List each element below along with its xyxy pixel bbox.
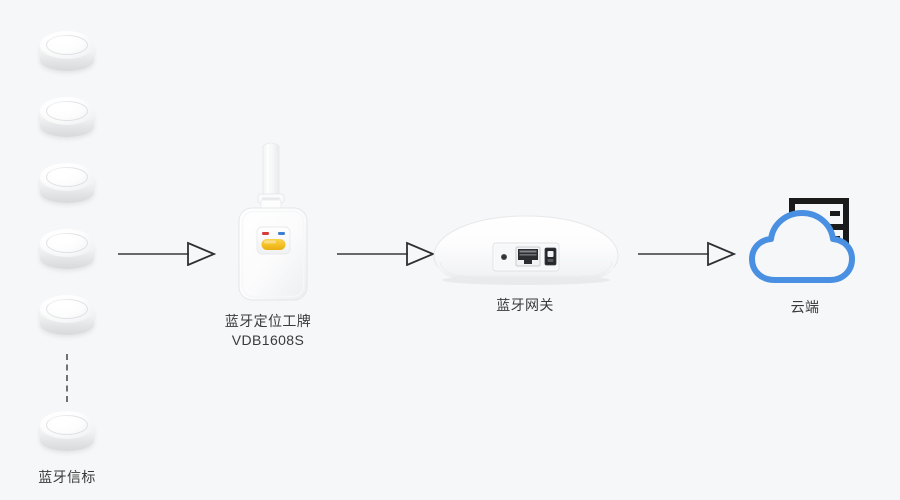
cloud-outline [749,210,855,283]
beacon-highlight [49,36,75,46]
beacon-continuation-dashed-line [66,354,68,402]
led-blue-indicator [278,232,285,235]
cloud-server-icon [748,192,858,295]
bluetooth-beacon-icon [40,411,94,459]
beacon-label: 蓝牙信标 [38,469,96,485]
beacon-highlight [49,168,75,178]
beacon-highlight [49,234,75,244]
beacon-highlight [49,102,75,112]
beacon-rim [46,101,88,121]
bluetooth-beacon-icon [40,163,94,211]
sos-button [261,239,286,250]
cloud-label: 云端 [790,299,820,315]
beacon-highlight [49,300,75,310]
gateway-label: 蓝牙网关 [496,297,554,313]
led-red-indicator [262,232,269,235]
beacon-highlight [49,416,75,426]
beacon-rim [46,167,88,187]
beacon-rim [46,415,88,435]
badge-label-line1: 蓝牙定位工牌 [224,313,312,329]
gateway-to-cloud-arrow [638,238,738,271]
bluetooth-positioning-badge-icon [228,138,318,308]
beacon-rim [46,233,88,253]
bluetooth-beacon-icon [40,229,94,277]
bluetooth-gateway-icon [428,212,624,297]
bluetooth-beacon-icon [40,31,94,79]
beacon-rim [46,35,88,55]
bluetooth-beacon-icon [40,97,94,145]
bluetooth-beacon-icon [40,295,94,343]
badge-to-gateway-arrow [337,238,437,271]
badge-label-line2: VDB1608S [231,332,305,348]
beacon-rim [46,299,88,319]
beacon-to-badge-arrow [118,238,218,271]
